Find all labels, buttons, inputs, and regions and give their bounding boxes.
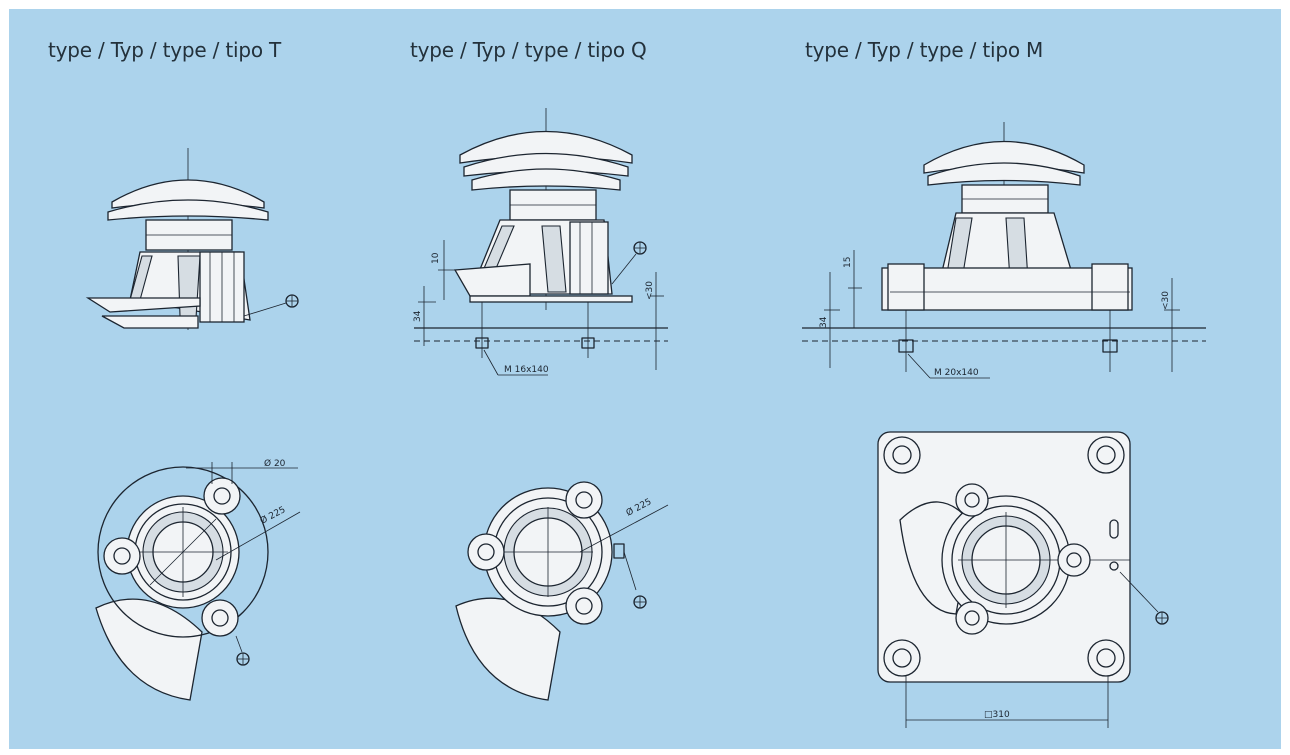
dim-q-bolt: M 16x140 [504, 365, 549, 375]
dim-m-top: 15 [843, 257, 853, 268]
dim-q-clearance: <30 [645, 281, 655, 300]
dim-m-plate: □310 [984, 710, 1010, 720]
type-q-side-view [414, 108, 668, 376]
type-m-top-view [877, 431, 1169, 728]
dim-t-hole-dia: Ø 20 [264, 458, 286, 469]
heading-type-q: type / Typ / type / tipo Q [410, 38, 647, 62]
heading-type-t: type / Typ / type / tipo T [48, 38, 282, 62]
type-m-side-view [802, 122, 1206, 379]
dim-q-top: 10 [431, 252, 441, 264]
dim-m-base: 34 [819, 316, 829, 328]
type-t-side-view [85, 148, 299, 330]
heading-type-m: type / Typ / type / tipo M [805, 38, 1044, 62]
dim-m-clearance: <30 [1161, 291, 1171, 310]
dim-t-circle-dia: Ø 225 [258, 504, 287, 526]
dim-m-bolt: M 20x140 [934, 368, 979, 378]
type-q-top-view [455, 481, 669, 701]
type-t-top-view [95, 462, 301, 701]
dim-q-base: 34 [413, 310, 423, 322]
